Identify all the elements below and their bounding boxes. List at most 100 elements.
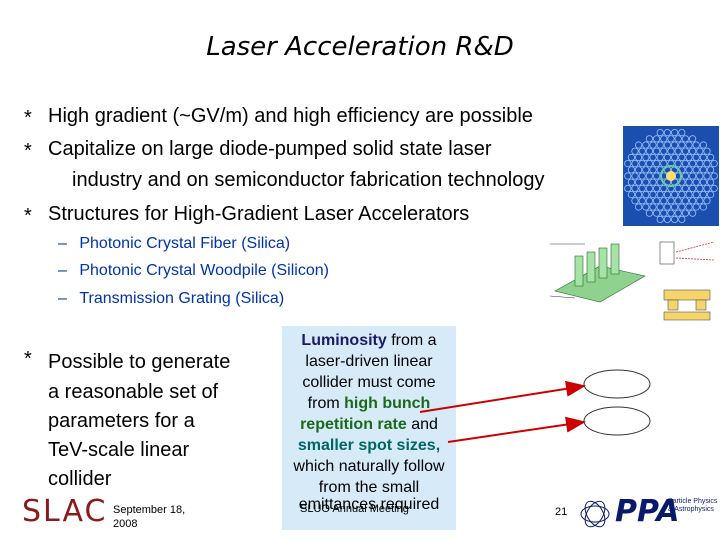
footer-date: September 18, 2008	[113, 503, 185, 531]
sub-item-text: Transmission Grating (Silica)	[79, 290, 285, 307]
fiber-hole	[649, 153, 657, 161]
sub-item-text: Photonic Crystal Fiber (Silica)	[79, 235, 291, 252]
bullet-2: *	[24, 139, 32, 163]
fiber-hole	[660, 197, 668, 205]
fiber-hole	[649, 191, 657, 199]
fiber-hole	[663, 215, 672, 224]
fiber-hole	[678, 191, 686, 199]
fiber-hole	[635, 166, 643, 174]
fiber-hole	[649, 178, 657, 186]
fiber-hole	[638, 172, 646, 180]
arrow-to-oval-1	[419, 380, 586, 413]
fiber-hole	[660, 184, 668, 193]
callout-text: from a	[386, 332, 437, 349]
fiber-hole	[660, 135, 668, 143]
fiber-hole	[685, 153, 693, 161]
fiber-hole	[707, 191, 715, 199]
fiber-hole	[678, 128, 686, 137]
bullet-star: *	[24, 348, 32, 370]
fiber-hole	[642, 178, 650, 186]
footer-date-line-1: September 18,	[113, 504, 186, 516]
fiber-hole	[652, 159, 661, 168]
ppa-logo: PPA	[615, 494, 680, 529]
fiber-hole	[652, 184, 661, 193]
bullet-star: *	[24, 205, 32, 227]
transmission-grating-image	[656, 238, 718, 324]
fiber-hole	[699, 166, 708, 174]
callout-text: from	[307, 395, 345, 412]
bullet-2-line-1: Capitalize on large diode-pumped solid s…	[48, 138, 492, 160]
fiber-hole	[631, 172, 639, 180]
sub-item-2: – Photonic Crystal Woodpile (Silicon)	[58, 262, 329, 280]
sub-dash: –	[58, 290, 67, 307]
page-number: 21	[555, 506, 568, 518]
bullet-4-line-5: collider	[48, 468, 112, 490]
fiber-hole	[645, 184, 653, 193]
fiber-hole	[642, 166, 650, 174]
callout-text: emittances required	[298, 496, 440, 513]
fiber-hole	[656, 203, 664, 211]
fiber-hole	[663, 153, 672, 161]
fiber-hole	[692, 153, 700, 161]
fiber-hole	[674, 135, 682, 143]
fiber-hole	[681, 159, 690, 168]
arrow-to-oval-2	[447, 416, 586, 443]
fiber-hole	[670, 203, 679, 211]
fiber-hole	[656, 215, 664, 224]
fiber-hole	[703, 184, 711, 193]
sub-item-1: – Photonic Crystal Fiber (Silica)	[58, 235, 290, 253]
fiber-hole	[656, 128, 664, 137]
fiber-hole	[703, 172, 711, 180]
fiber-hole	[635, 203, 643, 211]
callout-keyword-bunch: high bunch	[344, 395, 431, 412]
fiber-hole	[699, 153, 708, 161]
fiber-hole	[692, 178, 700, 186]
bullet-1-text: High gradient (~GV/m) and high efficienc…	[48, 105, 533, 127]
ppa-subtitle-line-1: Particle Physics	[668, 498, 718, 505]
fiber-hole	[631, 184, 639, 193]
fiber-hole	[635, 141, 643, 149]
fiber-hole	[692, 203, 700, 211]
fiber-hole	[642, 191, 650, 199]
slac-logo: SLAC	[22, 494, 108, 529]
fiber-hole	[631, 159, 639, 168]
fiber-hole	[674, 209, 682, 217]
fiber-hole	[681, 172, 690, 180]
fiber-hole	[645, 135, 653, 143]
fiber-hole	[689, 159, 697, 168]
fiber-hole	[670, 153, 679, 161]
oval-marker-1	[583, 369, 651, 399]
bullet-star: *	[24, 107, 32, 129]
fiber-hole	[649, 141, 657, 149]
fiber-hole	[681, 135, 690, 143]
fiber-hole	[674, 197, 682, 205]
fiber-hole	[707, 153, 715, 161]
ppa-swirl-icon	[580, 500, 610, 528]
callout-keyword-spot: smaller spot sizes,	[297, 437, 441, 454]
fiber-hole	[696, 147, 704, 155]
woodpile-structure-image	[545, 236, 655, 306]
fiber-hole	[645, 209, 653, 217]
fiber-hole	[627, 178, 635, 186]
fiber-hole	[707, 166, 715, 174]
fiber-hole	[635, 191, 643, 199]
fiber-hole	[692, 191, 700, 199]
fiber-hole	[681, 184, 690, 193]
callout-text: laser-driven linear	[305, 353, 433, 370]
fiber-hole	[710, 184, 718, 193]
bullet-4: *	[24, 347, 32, 371]
footer-date-line-2: 2008	[113, 518, 138, 530]
fiber-hole	[627, 153, 635, 161]
fiber-hole	[627, 166, 635, 174]
callout-text: collider must come	[302, 374, 436, 391]
fiber-hole	[710, 172, 718, 180]
bullet-1: *	[24, 106, 32, 130]
fiber-hole	[685, 166, 693, 174]
fiber-hole	[710, 159, 718, 168]
fiber-hole	[674, 184, 682, 193]
fiber-hole	[696, 159, 704, 168]
fiber-hole	[660, 159, 668, 168]
luminosity-callout: Luminosity from a laser-driven linear co…	[282, 326, 456, 530]
fiber-hole	[656, 153, 664, 161]
slide-title: Laser Acceleration R&D	[206, 32, 514, 62]
